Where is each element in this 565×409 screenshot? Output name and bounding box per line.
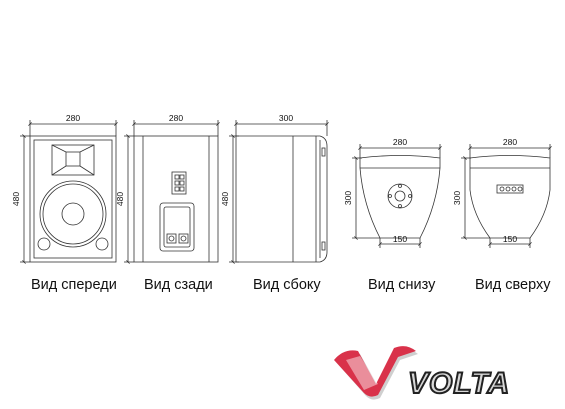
bottom-narrow-label: 150 <box>393 234 407 244</box>
back-height-label: 480 <box>115 192 125 206</box>
top-view <box>461 144 552 248</box>
top-view-caption: Вид сверху <box>475 277 551 293</box>
bottom-depth-label: 300 <box>343 191 353 205</box>
input-panel <box>159 202 195 252</box>
woofer-outer-ring <box>39 180 107 248</box>
front-height-label: 480 <box>11 192 21 206</box>
front-width-label: 280 <box>66 113 80 123</box>
front-view-caption: Вид спереди <box>31 277 117 293</box>
bottom-cabinet-outline <box>359 155 441 239</box>
volta-v-emblem <box>334 346 418 400</box>
back-width-label: 280 <box>169 113 183 123</box>
back-view-caption: Вид сзади <box>144 277 213 293</box>
volta-logo-text: VOLTA <box>408 367 510 400</box>
speakon-jack-right <box>178 233 189 244</box>
side-cabinet-outline <box>235 135 328 263</box>
top-depth-label: 300 <box>452 191 462 205</box>
front-view <box>20 120 118 264</box>
side-view-caption: Вид сбоку <box>253 277 321 293</box>
front-cabinet-outline <box>29 135 117 263</box>
bottom-view <box>352 144 442 248</box>
back-view <box>124 120 220 264</box>
horn-outline <box>51 144 95 176</box>
woofer-dust-cap <box>61 202 85 226</box>
port-left <box>37 237 51 251</box>
bottom-view-caption: Вид снизу <box>368 277 436 293</box>
bottom-width-label: 280 <box>393 137 407 147</box>
speakon-jack-left <box>166 233 177 244</box>
back-cabinet-outline <box>133 135 219 263</box>
side-height-label: 480 <box>220 192 230 206</box>
side-depth-label: 300 <box>279 113 293 123</box>
top-narrow-label: 150 <box>503 234 517 244</box>
mount-flange <box>387 183 413 209</box>
back-connector-strip <box>171 171 187 195</box>
rigging-points <box>496 184 524 194</box>
port-right <box>95 237 109 251</box>
top-cabinet-outline <box>469 155 551 239</box>
volta-logo: VOLTA <box>334 346 510 401</box>
side-view <box>229 120 329 264</box>
top-width-label: 280 <box>503 137 517 147</box>
